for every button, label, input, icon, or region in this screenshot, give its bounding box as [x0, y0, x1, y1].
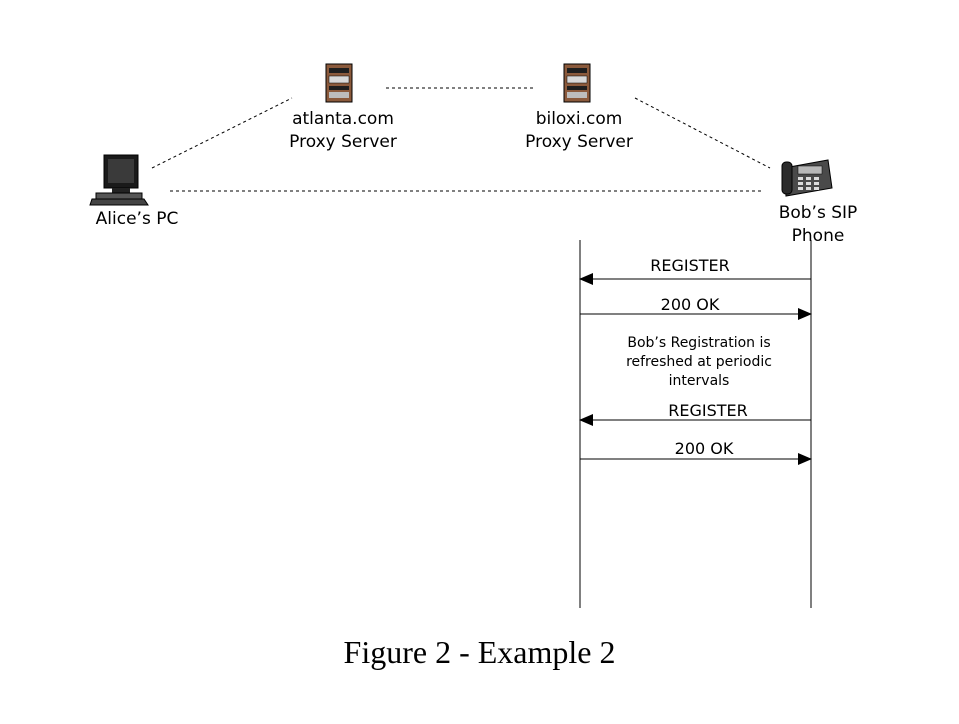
bob-line1: Bob’s SIP: [778, 203, 858, 223]
registration-note: Bob’s Registration is refreshed at perio…: [604, 334, 794, 391]
server-tower-icon: [325, 63, 353, 103]
note-line1: Bob’s Registration is: [627, 335, 771, 351]
note-line3: intervals: [668, 373, 730, 389]
figure-caption: Figure 2 - Example 2: [343, 634, 616, 670]
biloxi-line1: biloxi.com: [535, 109, 623, 129]
node-label-alice: Alice’s PC: [72, 208, 202, 231]
alice-label: Alice’s PC: [95, 209, 179, 229]
node-label-atlanta: atlanta.com Proxy Server: [268, 108, 418, 154]
desktop-pc-icon: [89, 154, 149, 206]
atlanta-line2: Proxy Server: [289, 132, 397, 152]
message-label: 200 OK: [660, 295, 720, 314]
server-tower-icon: [563, 63, 591, 103]
note-line2: refreshed at periodic: [626, 354, 772, 370]
message-label: 200 OK: [674, 439, 734, 458]
link-alice-atlanta: [151, 97, 293, 169]
ip-phone-icon: [781, 159, 833, 197]
link-biloxi-bob: [634, 97, 771, 169]
node-label-biloxi: biloxi.com Proxy Server: [504, 108, 654, 154]
node-label-bob: Bob’s SIP Phone: [748, 202, 888, 248]
biloxi-line2: Proxy Server: [525, 132, 633, 152]
bob-line2: Phone: [791, 226, 845, 246]
message-label: REGISTER: [668, 401, 748, 420]
atlanta-line1: atlanta.com: [292, 109, 394, 129]
message-label: REGISTER: [650, 256, 730, 275]
